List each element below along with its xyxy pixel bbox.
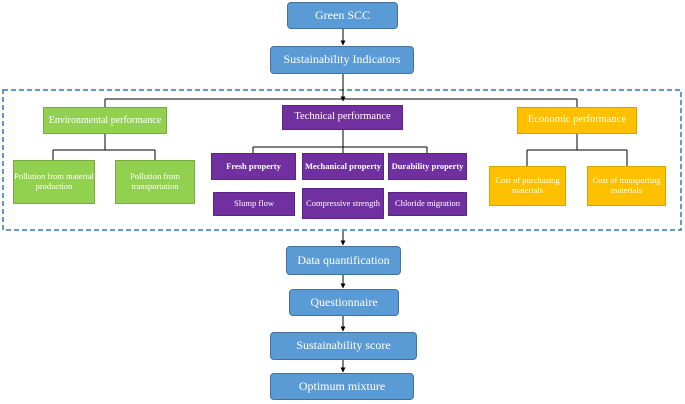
green-scc-box: Green SCC [287,2,398,29]
chloride-migration-box: Chloride migration [388,192,467,216]
durability-property-box: Durability property [388,153,467,180]
environmental-performance-box: Environmental performance [43,107,167,134]
mechanical-property-box: Mechanical property [302,153,384,180]
cost-transporting-materials-box: Cost of transporting materials [587,166,666,206]
optimum-mixture-box: Optimum mixture [270,373,414,400]
cost-purchasing-materials-box: Cost of purchasing materials [489,166,566,206]
sustainability-score-box: Sustainability score [270,332,417,360]
fresh-property-box: Fresh property [211,153,296,180]
compressive-strength-box: Compressive strength [302,188,384,219]
slump-flow-box: Slump flow [213,192,295,216]
questionnaire-box: Questionnaire [289,289,399,316]
economic-performance-box: Economic performance [517,107,637,134]
pollution-transportation-box: Pollution from transportation [115,160,195,204]
sustainability-indicators-box: Sustainability Indicators [270,46,414,74]
pollution-material-production-box: Pollution from material production [13,160,95,204]
data-quantification-box: Data quantification [286,246,401,275]
indicator-group-border [2,89,682,231]
technical-performance-box: Technical performance [282,105,403,130]
